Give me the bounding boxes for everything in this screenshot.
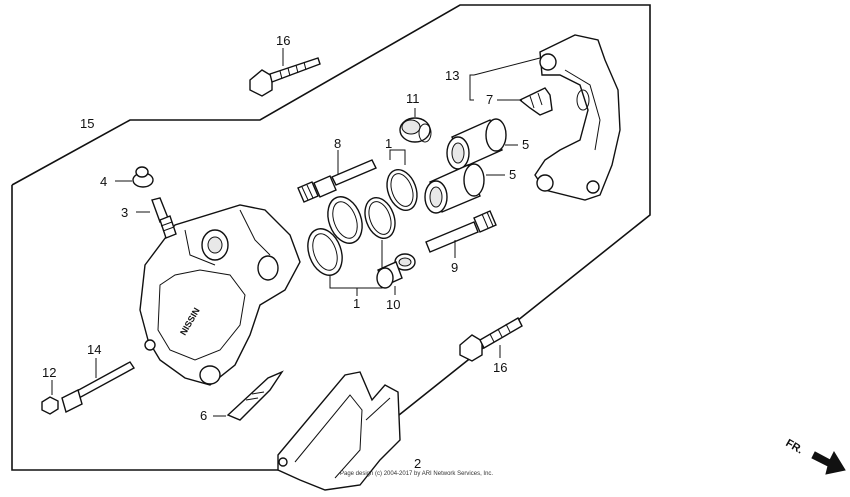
- mount-bolt-lower[interactable]: [459, 317, 523, 362]
- brake-pad-set[interactable]: [277, 371, 401, 491]
- callout-2: 2: [414, 456, 421, 471]
- piston-lower[interactable]: [424, 163, 485, 214]
- slide-pin-lower[interactable]: [425, 210, 497, 253]
- dust-seal-upper[interactable]: [322, 192, 368, 248]
- front-arrow-icon: [811, 450, 846, 475]
- callout-12: 12: [42, 365, 56, 380]
- pad-retainer-clip[interactable]: [518, 87, 553, 116]
- callout-5-upper: 5: [522, 137, 529, 152]
- pin-boot-lower[interactable]: [376, 253, 416, 289]
- callout-6: 6: [200, 408, 207, 423]
- callout-14: 14: [87, 342, 101, 357]
- callout-1-lower: 1: [353, 296, 360, 311]
- copyright-notice: Page design (c) 2004-2017 by ARI Network…: [340, 471, 493, 477]
- piston-seal-upper[interactable]: [382, 165, 423, 214]
- callout-5-lower: 5: [509, 167, 516, 182]
- caliper-bracket[interactable]: [534, 34, 621, 201]
- mount-bolt-top[interactable]: [249, 57, 321, 97]
- callout-13: 13: [445, 68, 459, 83]
- callout-11: 11: [406, 91, 420, 106]
- callout-15: 15: [80, 116, 94, 131]
- caliper-body[interactable]: NISSIN: [139, 204, 301, 386]
- slide-pin-upper[interactable]: [297, 159, 377, 203]
- bleeder-cap[interactable]: [132, 166, 154, 188]
- callout-1-upper: 1: [385, 136, 392, 151]
- pin-boot[interactable]: [399, 117, 432, 143]
- callout-9: 9: [451, 260, 458, 275]
- pad-pin[interactable]: [61, 361, 136, 414]
- leader-13-bracket: [469, 74, 474, 101]
- bleeder-valve[interactable]: [151, 197, 177, 239]
- pad-pin-plug[interactable]: [41, 396, 59, 415]
- leader-13: [473, 57, 541, 76]
- dust-seal-lower[interactable]: [302, 224, 348, 280]
- piston-seal-mid[interactable]: [360, 193, 401, 242]
- callout-4: 4: [100, 174, 107, 189]
- pad-spring[interactable]: [226, 370, 284, 421]
- assembly-outline: [11, 4, 651, 471]
- front-direction-indicator: FR.: [784, 437, 846, 475]
- callout-10: 10: [386, 297, 400, 312]
- callout-7: 7: [486, 92, 493, 107]
- leader-1-lower: [329, 240, 383, 289]
- piston-upper[interactable]: [446, 118, 507, 170]
- leader-1-upper: [389, 149, 406, 165]
- callout-16-top: 16: [276, 33, 290, 48]
- direction-label: FR.: [784, 437, 805, 456]
- callout-16-lower: 16: [493, 360, 507, 375]
- callout-3: 3: [121, 205, 128, 220]
- callout-8: 8: [334, 136, 341, 151]
